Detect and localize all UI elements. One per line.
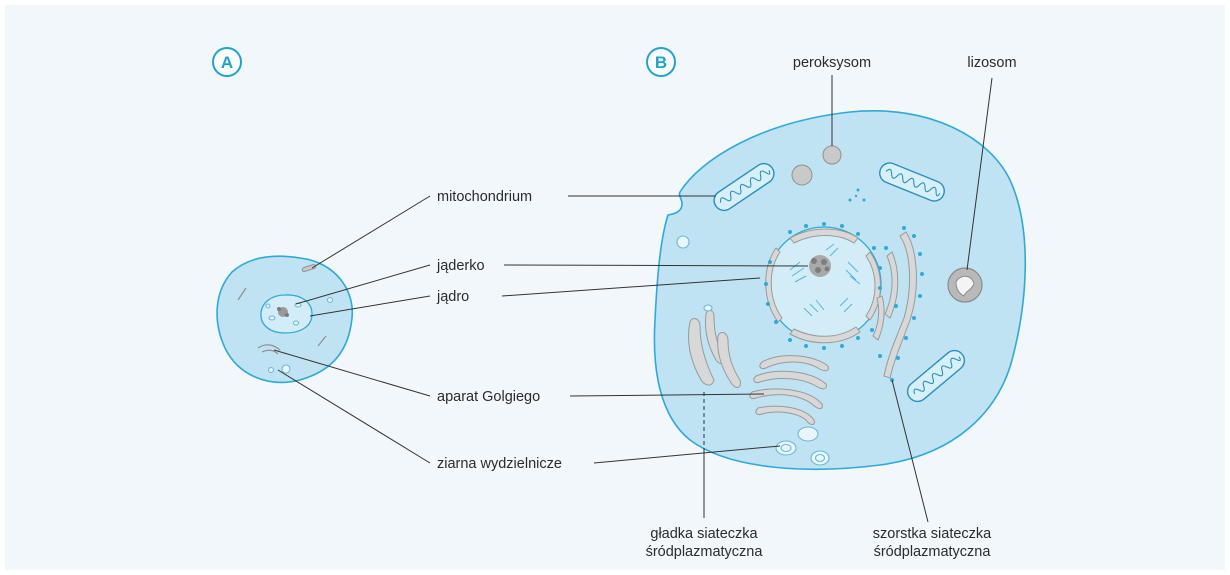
label-szorstka-line1: szorstka siateczka (873, 526, 992, 542)
badge-a-text: A (221, 53, 233, 72)
cell-a-vesicle (328, 298, 333, 303)
cell-b (654, 111, 1025, 469)
label-gladka-line2: śródplazmatyczna (646, 544, 764, 560)
peroxisome-2 (792, 165, 812, 185)
label-mitochondrium: mitochondrium (437, 189, 532, 205)
badge-b: B (647, 48, 675, 76)
lysosome (948, 268, 982, 302)
label-peroksysom: peroksysom (793, 55, 871, 71)
badge-a: A (213, 48, 241, 76)
label-jadro: jądro (436, 289, 469, 305)
label-jaderko: jąderko (436, 258, 485, 274)
label-lizosom: lizosom (967, 55, 1016, 71)
cell-a-granule-2 (269, 368, 274, 373)
peroxisome-1 (823, 146, 841, 164)
label-aparat-golgiego: aparat Golgiego (437, 389, 540, 405)
cell-a (217, 256, 352, 382)
cell-b-vesicle (677, 236, 689, 248)
label-gladka-line1: gładka siateczka (650, 526, 758, 542)
label-szorstka-line2: śródplazmatyczna (874, 544, 992, 560)
cell-a-granule-1 (282, 365, 290, 373)
label-ziarna-wydzielnicze: ziarna wydzielnicze (437, 456, 562, 472)
badge-b-text: B (655, 53, 667, 72)
nucleolus-b (809, 255, 831, 277)
